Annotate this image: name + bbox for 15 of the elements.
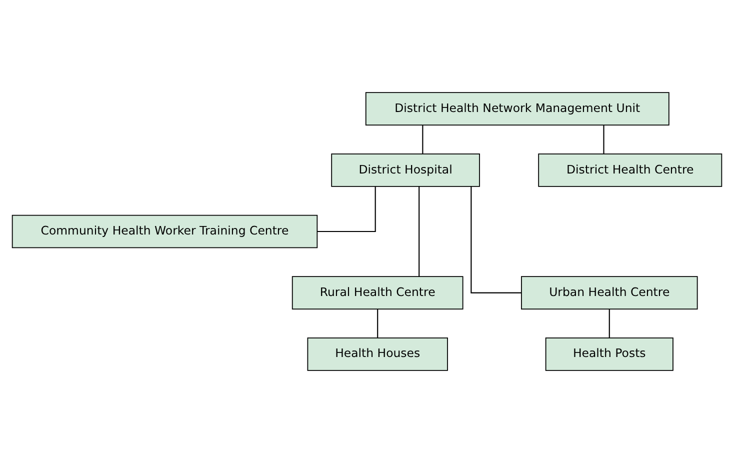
node-box: Urban Health Centre [521, 276, 698, 310]
connector [317, 186, 376, 232]
connector [608, 308, 610, 338]
connector [470, 186, 522, 293]
node-box: Community Health Worker Training Centre [12, 214, 318, 248]
node-box: District Hospital [331, 152, 480, 186]
node-box: District Health Centre [538, 152, 722, 186]
connector [418, 186, 420, 276]
connector [603, 124, 604, 154]
node-box: District Health Network Management Unit [365, 92, 670, 126]
node-box: Health Houses [307, 336, 448, 370]
node-box: Rural Health Centre [292, 276, 464, 310]
node-box: Health Posts [545, 336, 674, 370]
connector [422, 124, 424, 154]
connector [377, 308, 378, 338]
